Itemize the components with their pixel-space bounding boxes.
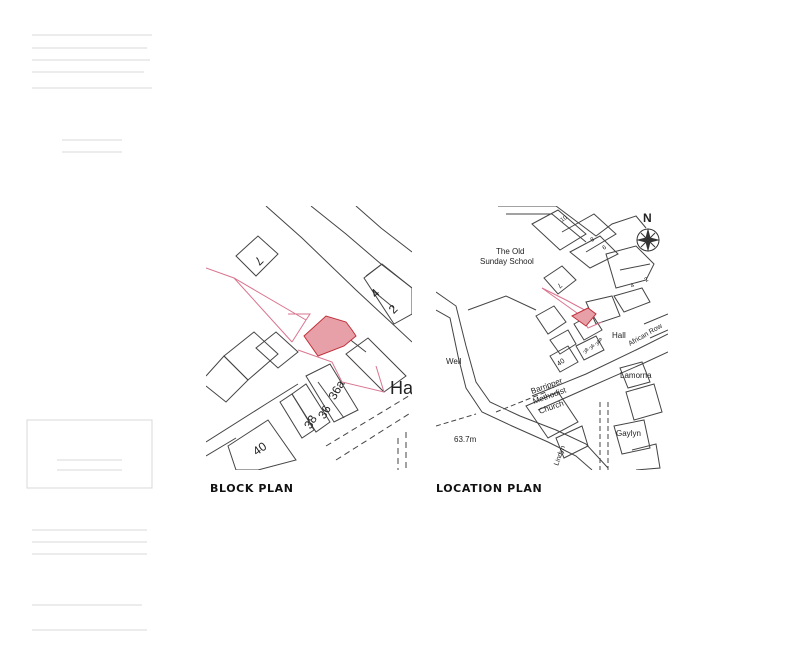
house-38-label: 38 [583,347,591,355]
spot-height-label: 63.7m [454,435,477,444]
house-36a-label: 36a [325,378,347,403]
north-arrow-compass-icon [636,228,660,252]
house-7-label: 7 [555,281,563,289]
street-name-fragment: Ha [390,378,412,398]
house-4-label: 4 [368,286,383,301]
house-10-label: 10 [560,215,569,224]
well-label: Well [446,357,462,366]
house-8-label: 8 [590,236,597,243]
location-plan-caption: LOCATION PLAN [436,482,543,495]
location-plan-map: N The Old Sunday School Hall Well Barrip… [436,206,668,470]
house-36a-label: 36a [595,337,604,347]
lindyn-label: Lindyn [553,445,567,467]
lamorna-label: Lamorna [620,371,652,380]
house-4-label: 4 [630,282,637,289]
house-40-label: 40 [556,358,566,368]
house-38-label: 38 [301,412,320,431]
house-2-label: 2 [644,276,651,283]
old-sunday-school-label-line1: The Old [496,247,524,256]
faded-title-block [26,34,153,631]
house-40-label: 40 [250,439,269,458]
gaylyn-label: Gaylyn [616,429,641,438]
house-36-label: 36 [589,343,597,351]
block-plan-caption: BLOCK PLAN [210,482,294,495]
house-7-label: 7 [251,254,266,269]
african-row-label: African Row [628,322,665,347]
block-plan-map: 7 4 2 36a 36 38 40 Ha [206,206,412,470]
north-label: N [643,211,652,225]
house-36-label: 36 [315,402,334,421]
old-sunday-school-label-line2: Sunday School [480,257,534,266]
hall-label: Hall [612,331,626,340]
house-6-label: 6 [602,244,609,251]
